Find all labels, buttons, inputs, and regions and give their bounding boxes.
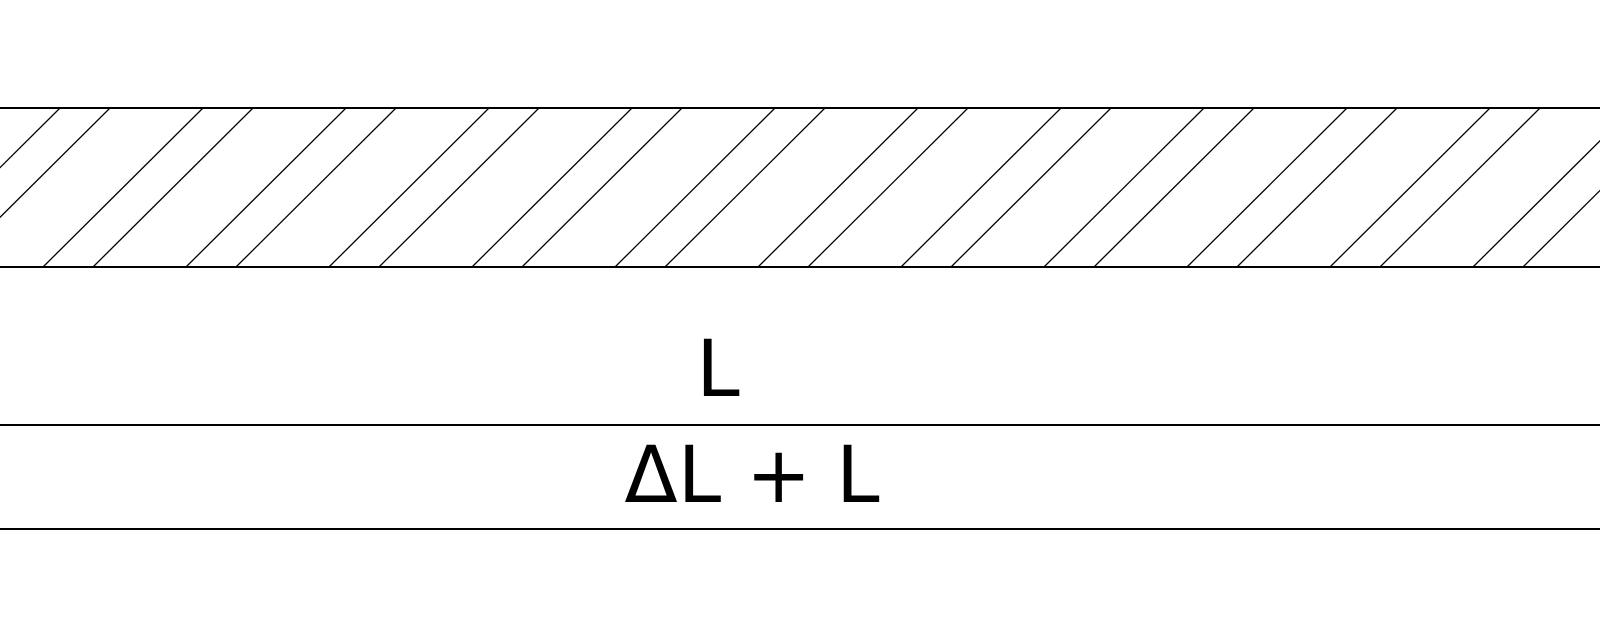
hatch-line xyxy=(1379,108,1541,267)
hatch-line xyxy=(471,108,633,267)
hatch-line xyxy=(0,108,61,169)
hatch-line xyxy=(1186,108,1348,267)
hatch-line xyxy=(664,108,826,267)
hatch-line xyxy=(1043,108,1205,267)
hatch-line xyxy=(235,108,397,267)
hatch-line xyxy=(1093,108,1255,267)
hatch-line xyxy=(757,108,919,267)
hatch-line xyxy=(185,108,347,267)
extended-length-label: ΔL + L xyxy=(624,431,880,521)
hatch-line xyxy=(42,108,204,267)
hatch-line xyxy=(900,108,1062,267)
original-length-label: L xyxy=(696,325,740,415)
hatch-line xyxy=(92,108,254,267)
hatch-line xyxy=(1236,108,1398,267)
hatched-bar xyxy=(0,107,1600,268)
hatch-line xyxy=(378,108,540,267)
hatch-line xyxy=(1472,139,1600,267)
hatch-line xyxy=(950,108,1112,267)
hatch-pattern xyxy=(0,108,1600,267)
hatch-line xyxy=(0,108,111,219)
hatch-line xyxy=(521,108,683,267)
hatch-line xyxy=(1329,108,1491,267)
hatch-line xyxy=(614,108,776,267)
hatch-line xyxy=(328,108,490,267)
hatch-line xyxy=(807,108,969,267)
hatch-line xyxy=(1522,189,1600,267)
